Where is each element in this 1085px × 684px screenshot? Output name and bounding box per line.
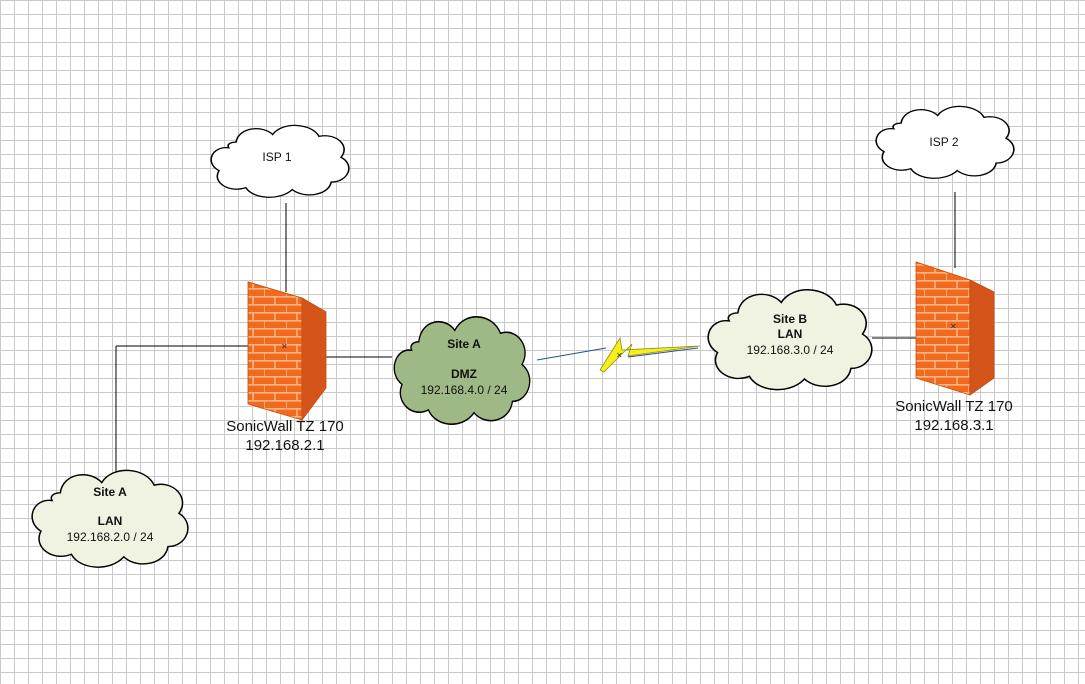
firewall-anchor-icon: ✕ — [950, 322, 957, 331]
firewall-icon: ✕ — [915, 261, 995, 396]
lan-b-site: Site B — [772, 312, 807, 326]
lan-b-labels: Site B LAN 192.168.3.0 / 24 — [728, 312, 852, 359]
lan-a-labels: Site A LAN 192.168.2.0 / 24 — [48, 484, 172, 545]
links — [115, 192, 956, 472]
firewall-a-ip: 192.168.2.1 — [245, 437, 325, 454]
lan-b-subnet: 192.168.3.0 / 24 — [746, 343, 834, 357]
firewall-anchor-icon: ✕ — [281, 342, 288, 351]
lightning-bolt-icon — [599, 336, 701, 373]
dmz-a-subnet: 192.168.4.0 / 24 — [420, 383, 508, 397]
firewall-b-name: SonicWall TZ 170 — [895, 398, 1013, 415]
wan-link-left-line — [536, 347, 607, 361]
wan-link-right-line — [627, 347, 699, 358]
isp1-label: ISP 1 — [262, 150, 292, 164]
dmz-a-labels: Site A DMZ 192.168.4.0 / 24 — [402, 336, 526, 398]
dmz-a-zone: DMZ — [451, 367, 477, 381]
firewall-front — [915, 261, 971, 396]
dmz-a-site: Site A — [447, 337, 481, 351]
lan-b-zone: LAN — [777, 327, 803, 341]
firewall-b[interactable]: ✕ — [915, 261, 995, 396]
firewall-a-name: SonicWall TZ 170 — [226, 418, 344, 435]
wan-link-anchor-icon: ✕ — [616, 351, 623, 360]
firewall-b-labels: SonicWall TZ 170 192.168.3.1 — [874, 397, 1034, 435]
firewall-side — [301, 297, 327, 422]
firewall-icon: ✕ — [247, 281, 327, 422]
firewall-side — [969, 279, 995, 396]
firewall-a[interactable]: ✕ — [247, 281, 327, 422]
firewall-a-labels: SonicWall TZ 170 192.168.2.1 — [205, 417, 365, 455]
lan-a-subnet: 192.168.2.0 / 24 — [66, 530, 154, 544]
firewall-b-ip: 192.168.3.1 — [914, 417, 994, 434]
isp2-label: ISP 2 — [929, 135, 959, 149]
lan-a-site: Site A — [93, 485, 127, 499]
lan-a-zone: LAN — [97, 514, 123, 528]
firewall-front — [247, 281, 303, 421]
wan-link: ✕ — [536, 336, 701, 373]
